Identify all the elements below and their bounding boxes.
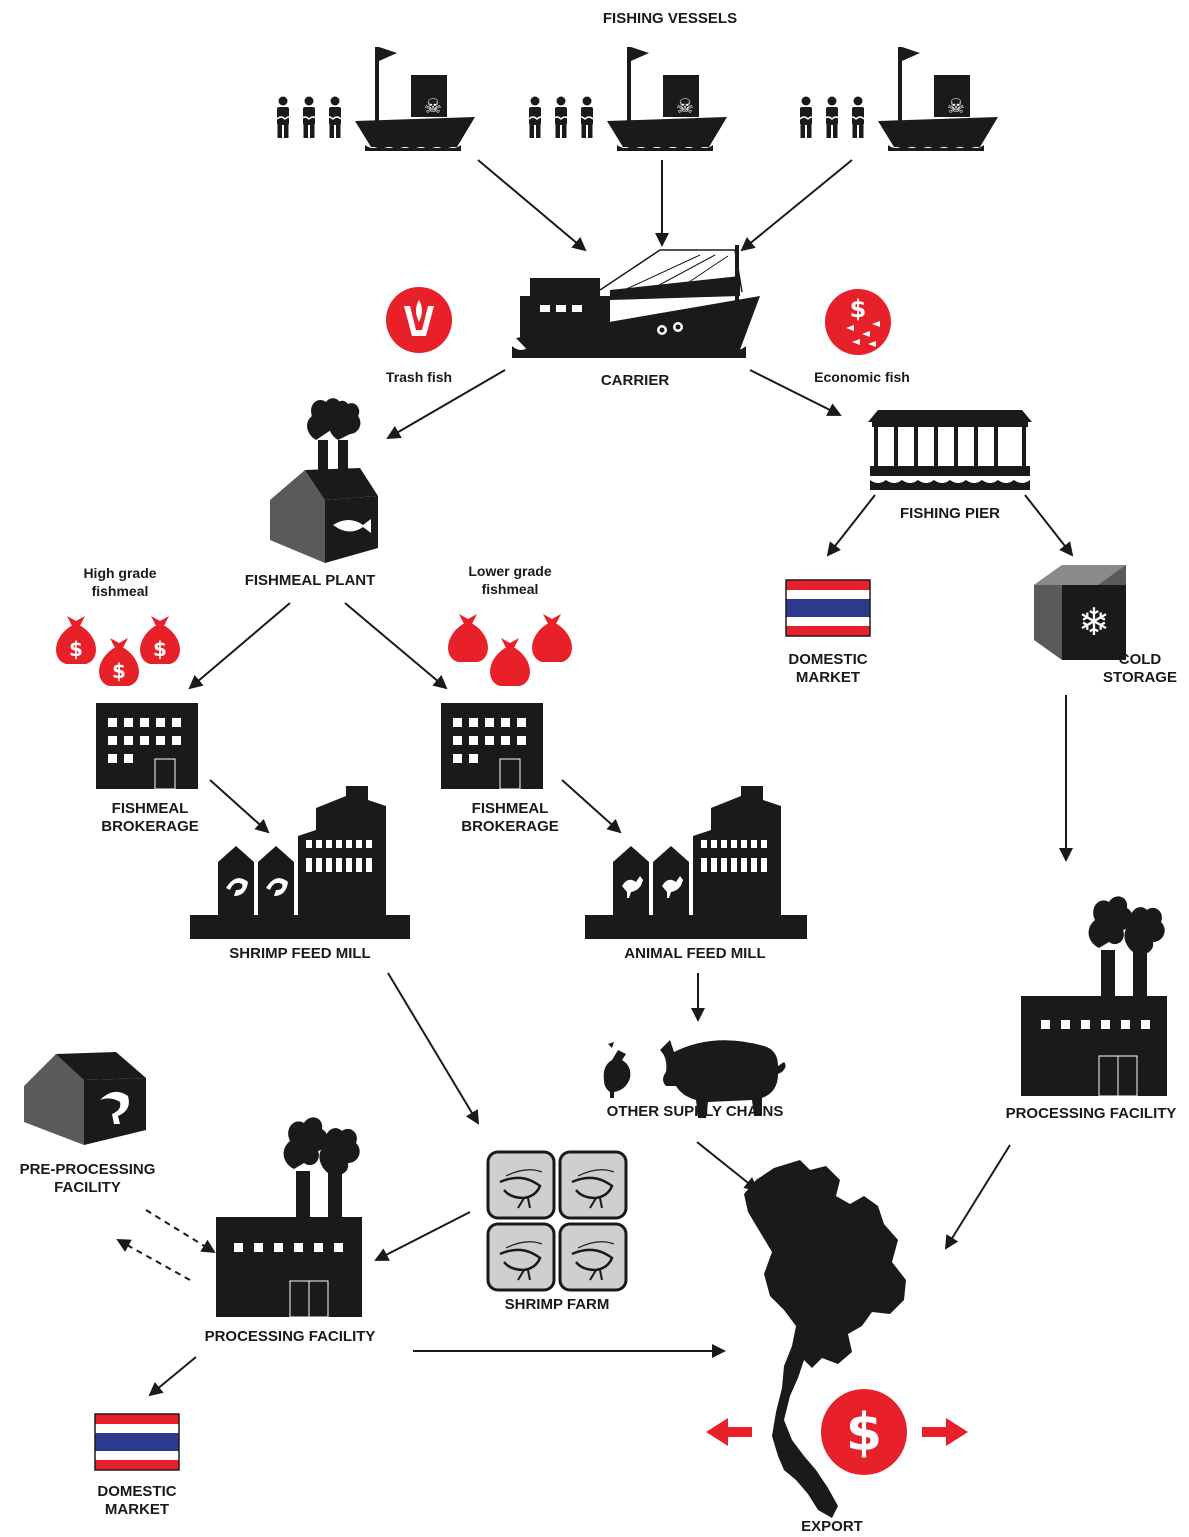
label-fishing-vessels: FISHING VESSELS [602, 10, 738, 27]
skull-icon: ☠ [947, 94, 965, 118]
export-currency-icon: $ [821, 1389, 907, 1475]
label-shrimp-farm: SHRIMP FARM [504, 1296, 610, 1313]
label-fishmeal-brokerage-1: FISHMEAL BROKERAGE [101, 800, 199, 835]
thai-flag-icon-1 [785, 579, 871, 637]
animal-feed-mill-icon [585, 786, 807, 939]
arrow-right-processing-export [944, 1144, 1011, 1250]
arrow-brokerage2-animal-mill [561, 779, 622, 834]
arrow-vessel1-carrier [477, 159, 587, 252]
label-fishmeal-brokerage-2: FISHMEAL BROKERAGE [461, 800, 559, 835]
fishing-pier-icon [868, 410, 1032, 490]
flow-arrows [116, 159, 1074, 1397]
trash-fish-icon [386, 287, 452, 353]
label-domestic-market-1: DOMESTIC MARKET [788, 651, 868, 686]
thailand-map-icon [744, 1160, 906, 1518]
cold-storage-icon: ❄ [1034, 565, 1126, 660]
currency-icon: $ [153, 637, 167, 661]
label-domestic-market-2: DOMESTIC MARKET [97, 1483, 177, 1518]
pig-icon [660, 1040, 786, 1118]
arrow-plant-brokerage2 [344, 602, 448, 690]
carrier-ship-icon [512, 245, 760, 358]
arrow-brokerage1-shrimp-mill [209, 779, 270, 834]
label-processing-facility-right: PROCESSING FACILITY [1005, 1105, 1177, 1122]
label-cold-storage: COLD STORAGE [1103, 651, 1177, 686]
label-economic-fish: Economic fish [814, 369, 910, 385]
fishmeal-plant-icon [270, 398, 378, 563]
label-pre-processing-facility: PRE-PROCESSING FACILITY [19, 1161, 156, 1196]
arrow-pier-cold-storage [1024, 494, 1074, 557]
fishing-vessel-3 [800, 47, 998, 151]
lower-grade-fishmeal-icon [448, 614, 572, 686]
label-carrier: CARRIER [600, 372, 670, 389]
chicken-icon [603, 1042, 631, 1098]
arrow-farm-processing [374, 1211, 471, 1261]
export-left-arrow-icon [706, 1418, 752, 1446]
fishmeal-brokerage-1-icon [96, 703, 198, 790]
arrow-other-export [696, 1141, 759, 1192]
label-export: EXPORT [801, 1518, 863, 1535]
arrow-carrier-fishmeal-plant [386, 369, 506, 440]
snowflake-icon: ❄ [1078, 600, 1110, 644]
pre-processing-facility-icon [24, 1052, 146, 1145]
arrow-shrimp-mill-farm [387, 972, 480, 1125]
arrow-carrier-pier [749, 369, 842, 416]
label-animal-feed-mill: ANIMAL FEED MILL [624, 945, 766, 962]
label-other-supply-chains: OTHER SUPPLY CHAINS [606, 1103, 784, 1120]
svg-text:$: $ [846, 1403, 882, 1463]
fishmeal-brokerage-2-icon [441, 703, 543, 790]
arrow-dashed-to-processing [145, 1209, 216, 1254]
label-processing-facility-left: PROCESSING FACILITY [204, 1328, 376, 1345]
label-high-grade: High grade fishmeal [83, 565, 157, 599]
label-fishmeal-plant: FISHMEAL PLANT [244, 572, 376, 589]
svg-text:$: $ [850, 295, 867, 323]
label-trash-fish: Trash fish [385, 369, 453, 385]
arrow-plant-brokerage1 [188, 602, 291, 690]
label-lower-grade: Lower grade fishmeal [468, 563, 552, 597]
skull-icon: ☠ [424, 94, 442, 118]
arrow-pier-domestic [826, 494, 876, 557]
currency-icon: $ [69, 637, 83, 661]
shrimp-farm-icon [486, 1150, 628, 1292]
arrow-processing-domestic [148, 1356, 197, 1397]
label-fishing-pier: FISHING PIER [899, 505, 1000, 522]
processing-facility-right-icon [1021, 896, 1167, 1097]
currency-icon: $ [112, 659, 126, 683]
shrimp-feed-mill-icon [190, 786, 410, 939]
label-shrimp-feed-mill: SHRIMP FEED MILL [229, 945, 371, 962]
export-right-arrow-icon [922, 1418, 968, 1446]
processing-facility-left-icon [216, 1117, 362, 1318]
fishing-vessel-2 [529, 47, 727, 151]
arrow-vessel3-carrier [740, 159, 853, 252]
economic-fish-icon: $ [825, 289, 891, 355]
arrow-dashed-to-preprocessing [116, 1239, 191, 1281]
skull-icon: ☠ [676, 94, 694, 118]
fishing-vessel-1 [277, 47, 475, 151]
thai-flag-icon-2 [94, 1413, 180, 1471]
